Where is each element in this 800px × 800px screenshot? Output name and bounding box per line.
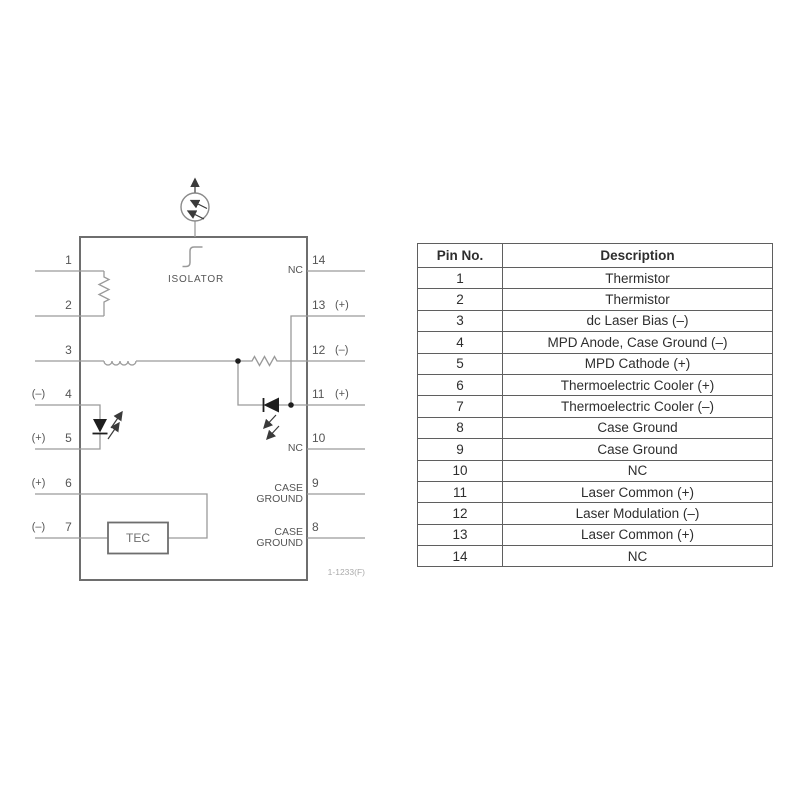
pin-4-number: 4 <box>65 387 72 401</box>
tec-box <box>107 521 169 555</box>
description-cell: Case Ground <box>502 438 773 461</box>
pin-7-number: 7 <box>65 520 72 534</box>
pin-12-polarity: (–) <box>335 344 349 356</box>
description-cell: MPD Cathode (+) <box>502 352 773 375</box>
pin-5-number: 5 <box>65 431 72 445</box>
pin-no-cell: 2 <box>417 288 503 311</box>
pin-14-nc-label: NC <box>287 264 303 276</box>
pin-9-case-ground-label: CASE GROUND <box>256 482 303 505</box>
thermistor-symbol <box>97 271 111 316</box>
description-cell: Thermistor <box>502 288 773 311</box>
mpd-light-arrow-2 <box>107 421 120 440</box>
laser-diode-symbol <box>263 397 279 413</box>
isolator-label: ISOLATOR <box>167 274 225 285</box>
tec-label: TEC <box>126 531 150 545</box>
pin-4-wire <box>35 404 101 419</box>
pin-no-cell: 5 <box>417 352 503 375</box>
description-cell: NC <box>502 545 773 568</box>
pin-no-cell: 14 <box>417 545 503 568</box>
pin-13-number: 13 <box>312 298 326 312</box>
pin-5-polarity: (+) <box>31 432 46 444</box>
inductor-symbol <box>103 360 137 366</box>
pin-no-cell: 10 <box>417 459 503 482</box>
pin-3-number: 3 <box>65 343 72 357</box>
pin-no-cell: 13 <box>417 523 503 547</box>
description-cell: Thermistor <box>502 266 773 290</box>
pin-no-cell: 7 <box>417 395 503 418</box>
pin-11-polarity: (+) <box>335 388 349 400</box>
description-cell: Laser Modulation (–) <box>502 502 773 525</box>
mpd-diode-symbol <box>93 419 107 433</box>
pin-10-number: 10 <box>312 431 326 445</box>
pin-no-cell: 11 <box>417 480 503 504</box>
resistor-symbol <box>238 355 365 367</box>
description-cell: Laser Common (+) <box>502 523 773 547</box>
pin-14-number: 14 <box>312 253 326 267</box>
description-cell: Thermoelectric Cooler (+) <box>502 373 773 397</box>
pin-8-case-ground-label: CASE GROUND <box>256 526 303 549</box>
fiber-arrow-1 <box>189 199 208 210</box>
pin-8-number: 8 <box>312 520 319 534</box>
pin-9-number: 9 <box>312 476 319 490</box>
pin-no-cell: 1 <box>417 266 503 290</box>
pin-13-polarity: (+) <box>335 299 349 311</box>
pin-no-cell: 6 <box>417 373 503 397</box>
pin-6-polarity: (+) <box>31 477 46 489</box>
pin-5-wire <box>35 433 101 450</box>
table-header-row: Pin No. Description <box>417 243 773 268</box>
pin-10-nc-label: NC <box>287 442 303 454</box>
fiber-arrow-2 <box>186 210 205 220</box>
description-header: Description <box>502 243 773 268</box>
description-cell: NC <box>502 459 773 482</box>
pin-6-wire <box>35 493 208 539</box>
pin-13-wire <box>290 315 365 405</box>
description-cell: Laser Common (+) <box>502 480 773 504</box>
pin-1-number: 1 <box>65 253 72 267</box>
description-cell: Case Ground <box>502 416 773 440</box>
description-cell: Thermoelectric Cooler (–) <box>502 395 773 418</box>
pin-no-cell: 4 <box>417 331 503 354</box>
isolator-symbol <box>182 246 203 268</box>
figure-number: 1-1233(F) <box>327 567 365 577</box>
description-cell: dc Laser Bias (–) <box>502 309 773 333</box>
pin-no-cell: 12 <box>417 502 503 525</box>
junction-dot-laser <box>288 402 294 408</box>
description-cell: MPD Anode, Case Ground (–) <box>502 331 773 354</box>
pin-2-number: 2 <box>65 298 72 312</box>
fiber-output-symbol <box>180 192 210 222</box>
pin-11-number: 11 <box>312 387 325 401</box>
pin-no-header: Pin No. <box>417 243 503 268</box>
pin-12-number: 12 <box>312 343 326 357</box>
laser-cathode-wire <box>237 361 264 406</box>
pin-7-polarity: (–) <box>31 521 46 533</box>
laser-light-arrow-2 <box>266 425 280 441</box>
pin-4-polarity: (–) <box>31 388 46 400</box>
junction-dot-bias <box>235 358 241 364</box>
laser-light-arrow-1 <box>263 414 277 430</box>
pin-no-cell: 9 <box>417 438 503 461</box>
pin-no-cell: 8 <box>417 416 503 440</box>
package-outline <box>79 236 308 581</box>
pin-6-number: 6 <box>65 476 72 490</box>
pin-no-cell: 3 <box>417 309 503 333</box>
